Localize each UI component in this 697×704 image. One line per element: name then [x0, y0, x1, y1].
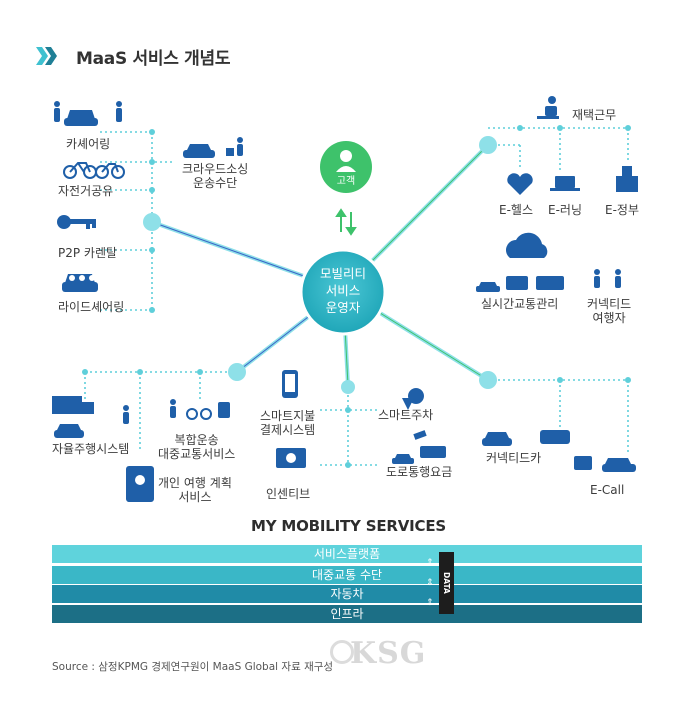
right-top-node	[479, 136, 497, 154]
left-top-node	[143, 213, 161, 231]
operator-hub	[299, 248, 387, 336]
label-smart-payment: 스마트지불 결제시스템	[260, 409, 316, 437]
label-e-health: E-헬스	[499, 203, 533, 217]
label-multimodal: 복합운송 대중교통서비스	[158, 433, 236, 461]
crowdsourcing-icon	[183, 137, 243, 158]
connected-car-icon	[482, 430, 570, 446]
data-arrow-icon: ⇕	[426, 558, 434, 568]
chevron-icon	[36, 47, 57, 65]
hub-line-2: 서비스	[326, 283, 361, 298]
ride-sharing-icon	[62, 274, 98, 292]
layer-infra: 인프라	[52, 605, 642, 623]
data-arrow-icon: ⇕	[426, 598, 434, 608]
label-crowdsourcing: 크라우드소싱 운송수단	[182, 162, 249, 190]
hub-line-3: 운영자	[326, 300, 361, 315]
smartphone-icon	[282, 370, 298, 398]
map-phone-icon	[126, 466, 154, 502]
hub-line-1: 모빌리티	[320, 266, 366, 281]
right-bottom-node	[479, 371, 497, 389]
data-arrow-icon: ⇕	[426, 578, 434, 588]
left-top-branch	[100, 131, 175, 311]
layer-car: 자동차	[52, 585, 642, 603]
e-learning-icon	[550, 176, 580, 191]
label-bike-sharing: 자전거공유	[58, 184, 114, 198]
car-sharing-icon	[54, 101, 122, 126]
multimodal-icon	[170, 399, 230, 420]
label-autonomous: 자율주행시스템	[52, 442, 130, 456]
label-trip-plan: 개인 여행 계획 서비스	[158, 476, 232, 504]
incentive-icon	[276, 448, 306, 468]
layer-public-transit: 대중교통 수단	[52, 566, 642, 584]
label-e-gov: E-정부	[605, 203, 639, 217]
label-smart-parking: 스마트주차	[378, 408, 434, 422]
label-car-sharing: 카셰어링	[66, 137, 111, 151]
mid-bottom-branch	[320, 385, 380, 466]
bicycle-icon	[63, 162, 125, 179]
data-label: DATA	[442, 572, 451, 594]
label-p2p-rental: P2P 카렌탈	[58, 246, 118, 260]
label-e-call: E-Call	[590, 483, 625, 497]
heart-icon	[507, 173, 533, 195]
left-bottom-node	[228, 363, 246, 381]
person-icon	[336, 150, 356, 172]
label-incentive: 인센티브	[266, 487, 311, 501]
truck-icon	[52, 396, 94, 414]
parking-icon	[402, 388, 424, 410]
source-note: Source : 삼정KPMG 경제연구원이 MaaS Global 자료 재구…	[52, 661, 334, 673]
key-icon	[57, 215, 96, 229]
label-telework: 재택근무	[572, 108, 617, 122]
connected-traveler-icon	[594, 269, 621, 288]
label-e-learning: E-러닝	[548, 203, 582, 217]
page-title: MaaS 서비스 개념도	[76, 49, 231, 69]
autonomous-car-icon	[54, 405, 129, 438]
mid-bottom-node	[341, 380, 355, 394]
mobility-services-title: MY MOBILITY SERVICES	[250, 517, 446, 535]
watermark: KSG	[350, 636, 427, 671]
tow-truck-icon	[574, 452, 636, 472]
watermark-logo-icon	[330, 640, 354, 664]
label-ride-sharing: 라이드셰어링	[58, 300, 125, 314]
exchange-arrows-icon	[335, 208, 357, 236]
traffic-vehicles-icon	[476, 276, 564, 292]
laptop-person-icon	[537, 96, 559, 119]
right-top-branch	[488, 127, 629, 170]
label-connected-car: 커넥티드카	[486, 451, 542, 465]
label-road-toll: 도로통행요금	[386, 465, 453, 479]
label-connected-traveler: 커넥티드 여행자	[587, 297, 632, 325]
customer-label: 고객	[337, 175, 355, 187]
cloud-icon	[506, 232, 548, 258]
data-column	[439, 552, 454, 614]
toll-icon	[392, 430, 446, 464]
government-icon	[616, 166, 638, 192]
layer-service-platform: 서비스플랫폼	[52, 545, 642, 563]
label-realtime-traffic: 실시간교통관리	[481, 297, 559, 311]
